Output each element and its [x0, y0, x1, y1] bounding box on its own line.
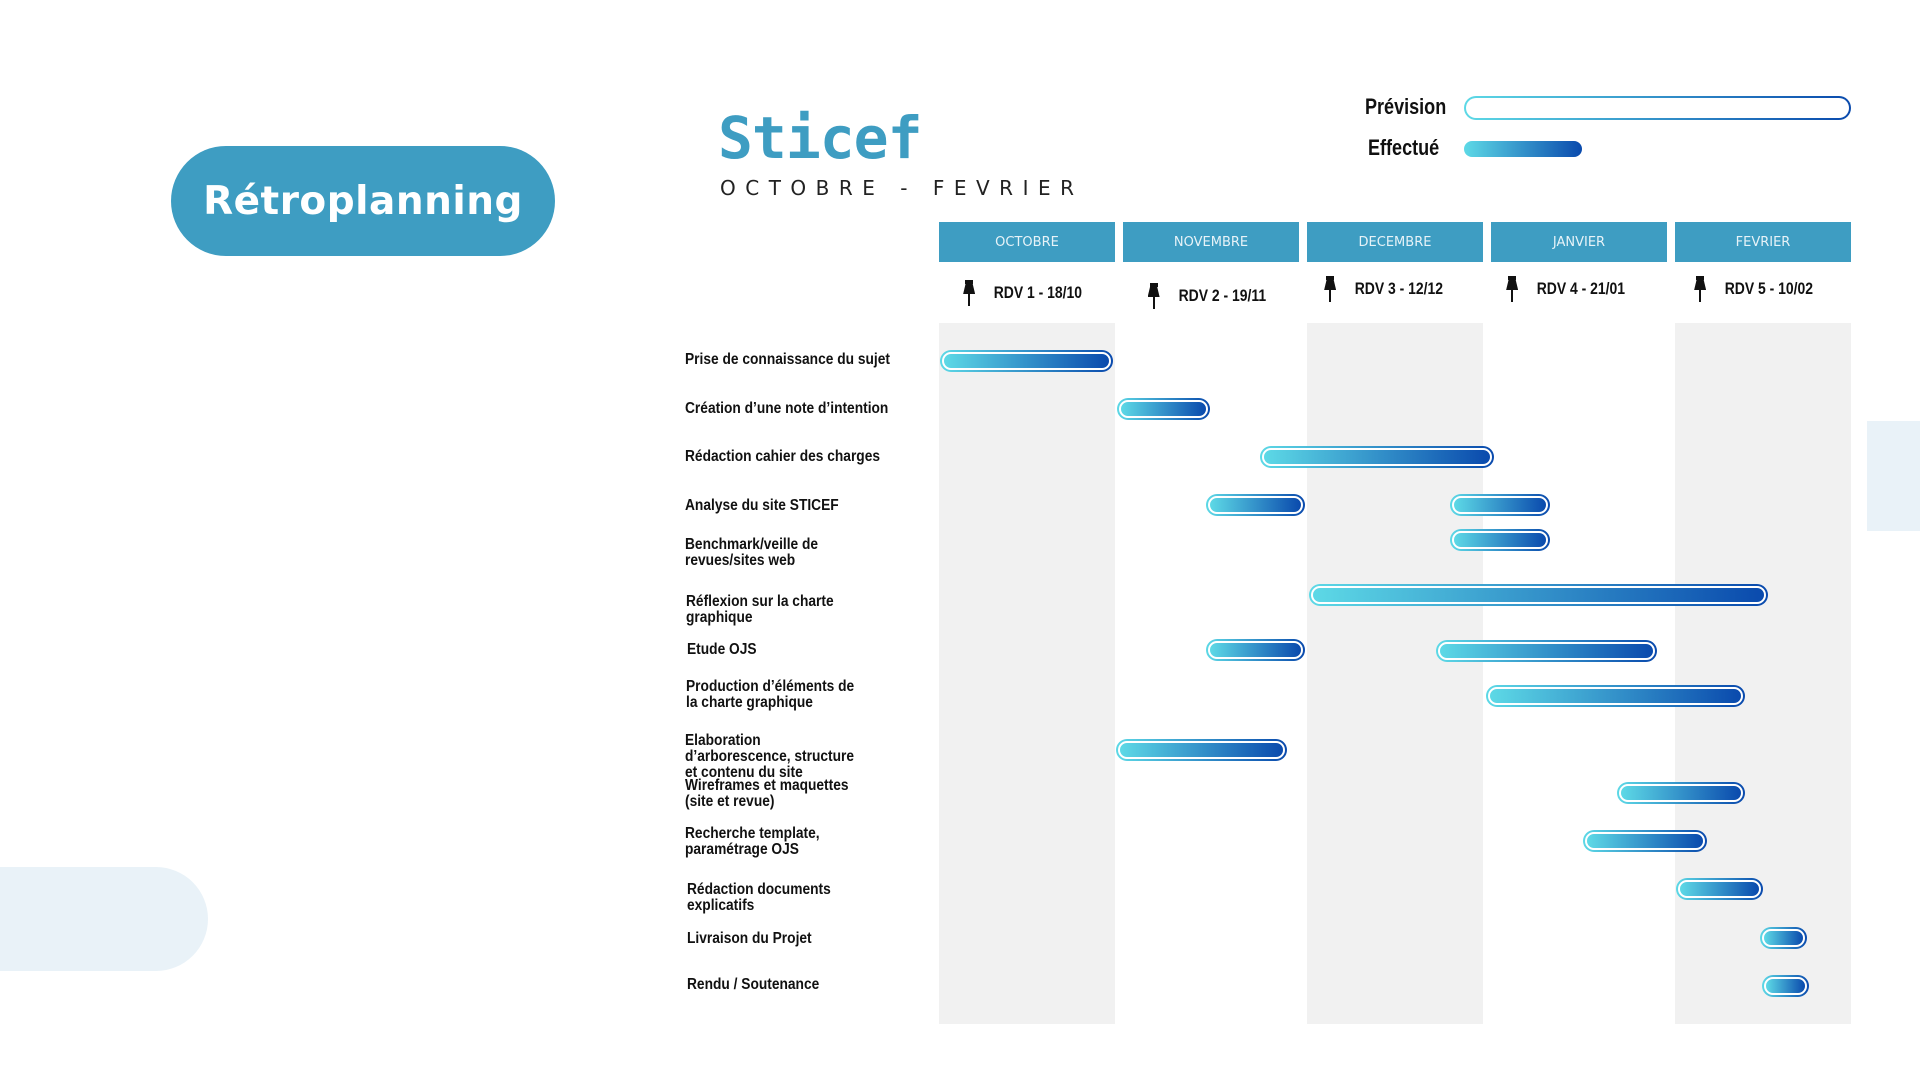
month-column-janvier — [1491, 323, 1667, 1024]
task-label: Etude OJS — [687, 641, 757, 658]
gantt-bar-recherche-template — [1583, 830, 1707, 852]
month-column-octobre — [939, 323, 1115, 1024]
gantt-bar-production-charte — [1486, 685, 1745, 707]
milestone-label: RDV 5 - 10/02 — [1724, 279, 1814, 298]
gantt-bar-wireframes — [1617, 782, 1745, 804]
month-column-fevrier — [1675, 323, 1851, 1024]
gantt-bar-prise-de-connaissance — [940, 350, 1113, 372]
task-label: Rédaction cahier des charges — [685, 448, 881, 465]
month-header: OCTOBRE — [939, 222, 1115, 262]
task-label: Prise de connaissance du sujet — [685, 351, 890, 368]
chart-subtitle: OCTOBRE - FEVRIER — [720, 176, 1084, 200]
task-label: Création d’une note d’intention — [685, 400, 889, 417]
task-label: Recherche template, paramétrage OJS — [685, 825, 820, 858]
milestone-label: RDV 1 - 18/10 — [993, 283, 1083, 302]
section-label: Rétroplanning — [203, 178, 523, 224]
gantt-bar-analyse-site-1 — [1206, 494, 1305, 516]
month-column-novembre — [1123, 323, 1299, 1024]
milestone-label: RDV 4 - 21/01 — [1536, 279, 1626, 298]
legend-done-label: Effectué — [1368, 135, 1440, 160]
gantt-bar-rendu-soutenance — [1762, 975, 1809, 997]
task-label: Benchmark/veille de revues/sites web — [685, 536, 819, 569]
task-label: Analyse du site STICEF — [685, 497, 839, 514]
month-header: NOVEMBRE — [1123, 222, 1299, 262]
month-header: FEVRIER — [1675, 222, 1851, 262]
task-label: Rendu / Soutenance — [687, 976, 820, 993]
milestone: RDV 2 - 19/11 — [1123, 281, 1299, 311]
gantt-bar-livraison — [1760, 927, 1807, 949]
pushpin-icon — [962, 280, 976, 306]
legend-done-swatch — [1464, 141, 1582, 157]
legend-planned-swatch — [1464, 96, 1851, 120]
task-label: Livraison du Projet — [687, 930, 812, 947]
task-label: Wireframes et maquettes (site et revue) — [685, 777, 849, 810]
task-label: Elaboration d’arborescence, structure et… — [685, 732, 855, 781]
milestone: RDV 3 - 12/12 — [1300, 274, 1476, 304]
gantt-bar-etude-ojs-2 — [1436, 640, 1657, 662]
section-label-pill: Rétroplanning — [171, 146, 555, 256]
milestone: RDV 4 - 21/01 — [1482, 274, 1658, 304]
task-label: Production d’éléments de la charte graph… — [686, 678, 855, 711]
gantt-bar-note-intention — [1117, 398, 1210, 420]
milestone: RDV 5 - 10/02 — [1670, 274, 1846, 304]
gantt-bar-elaboration-arborescence — [1116, 739, 1287, 761]
gantt-bar-analyse-site-2 — [1450, 494, 1550, 516]
pushpin-icon — [1693, 276, 1707, 302]
pushpin-icon — [1147, 283, 1161, 309]
gantt-bar-reflexion-charte — [1309, 584, 1768, 606]
pushpin-icon — [1505, 276, 1519, 302]
gantt-bar-cahier-des-charges — [1260, 446, 1494, 468]
decorative-shape-right — [1867, 421, 1920, 531]
chart-title: Sticef — [718, 104, 923, 172]
pushpin-icon — [1323, 276, 1337, 302]
month-column-decembre — [1307, 323, 1483, 1024]
task-label: Rédaction documents explicatifs — [687, 881, 831, 914]
gantt-bar-benchmark — [1450, 529, 1550, 551]
gantt-bar-etude-ojs-1 — [1206, 639, 1305, 661]
month-header: DECEMBRE — [1307, 222, 1483, 262]
task-label: Réflexion sur la charte graphique — [686, 593, 834, 626]
month-header: JANVIER — [1491, 222, 1667, 262]
gantt-bar-redaction-documents — [1676, 878, 1763, 900]
decorative-shape-left — [0, 867, 208, 971]
milestone: RDV 1 - 18/10 — [939, 278, 1115, 308]
milestone-label: RDV 3 - 12/12 — [1354, 279, 1444, 298]
milestone-label: RDV 2 - 19/11 — [1178, 286, 1266, 305]
legend-planned-label: Prévision — [1365, 94, 1447, 119]
